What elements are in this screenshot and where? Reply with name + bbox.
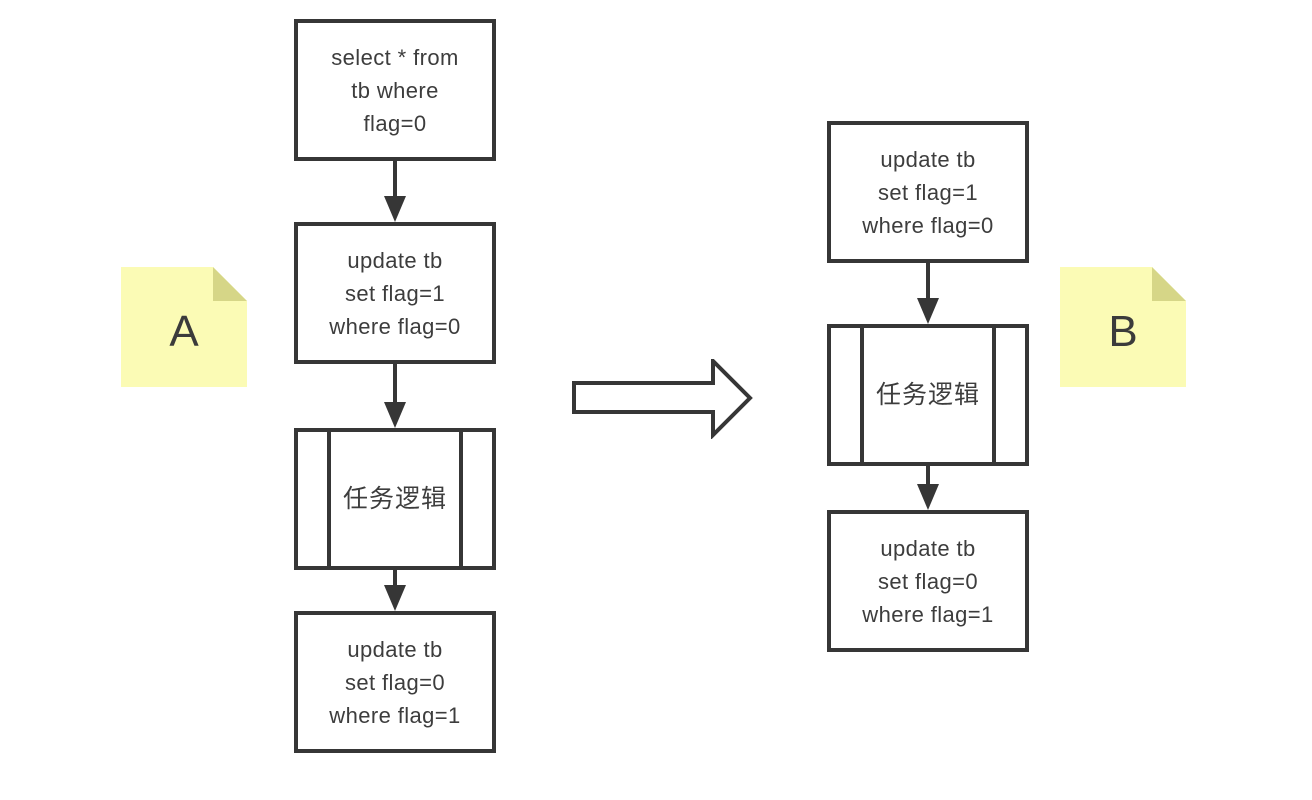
arrow-down-icon (384, 570, 406, 611)
arrow-line (926, 263, 930, 304)
transform-arrow-icon (572, 359, 753, 439)
arrow-head (384, 402, 406, 428)
arrow-line (393, 364, 397, 408)
arrow-down-icon (917, 263, 939, 324)
arrow-head (384, 585, 406, 611)
arrow-down-icon (384, 161, 406, 222)
note-b-label: B (1108, 307, 1138, 356)
transform-arrow-shape (572, 359, 753, 439)
arrow-down-icon (384, 364, 406, 428)
arrow-line (926, 466, 930, 490)
flow-b-step-task-logic-text: 任务逻辑 (875, 380, 980, 409)
note-a-shape (121, 267, 247, 387)
flow-a-step-task-logic-text: 任务逻辑 (342, 484, 447, 513)
arrow-head (917, 484, 939, 510)
arrow-down-icon (917, 466, 939, 510)
note-fold-shape (213, 267, 247, 301)
note-b-shape (1060, 267, 1186, 387)
flow-b-step-set-flag1-text: update tb set flag=1 where flag=0 (862, 146, 994, 238)
flow-b-step-set-flag1: update tb set flag=1 where flag=0 (827, 121, 1029, 263)
flow-a-step-set-flag1-text: update tb set flag=1 where flag=0 (329, 247, 461, 339)
flow-a-step-task-logic: 任务逻辑 (294, 428, 496, 570)
flow-a-step-set-flag0: update tb set flag=0 where flag=1 (294, 611, 496, 753)
note-a: A (121, 267, 247, 387)
flow-a-step-set-flag1: update tb set flag=1 where flag=0 (294, 222, 496, 364)
flow-b-step-task-logic: 任务逻辑 (827, 324, 1029, 466)
flow-a-step-set-flag0-text: update tb set flag=0 where flag=1 (329, 636, 461, 728)
note-b: B (1060, 267, 1186, 387)
note-a-label: A (169, 307, 199, 356)
arrow-head (917, 298, 939, 324)
flow-b-step-set-flag0-text: update tb set flag=0 where flag=1 (862, 535, 994, 627)
note-fold-shape (1152, 267, 1186, 301)
flow-a-step-select-text: select * from tb where flag=0 (331, 44, 459, 136)
arrow-line (393, 161, 397, 202)
arrow-head (384, 196, 406, 222)
flow-a-step-select: select * from tb where flag=0 (294, 19, 496, 161)
arrow-line (393, 570, 397, 591)
flow-b-step-set-flag0: update tb set flag=0 where flag=1 (827, 510, 1029, 652)
